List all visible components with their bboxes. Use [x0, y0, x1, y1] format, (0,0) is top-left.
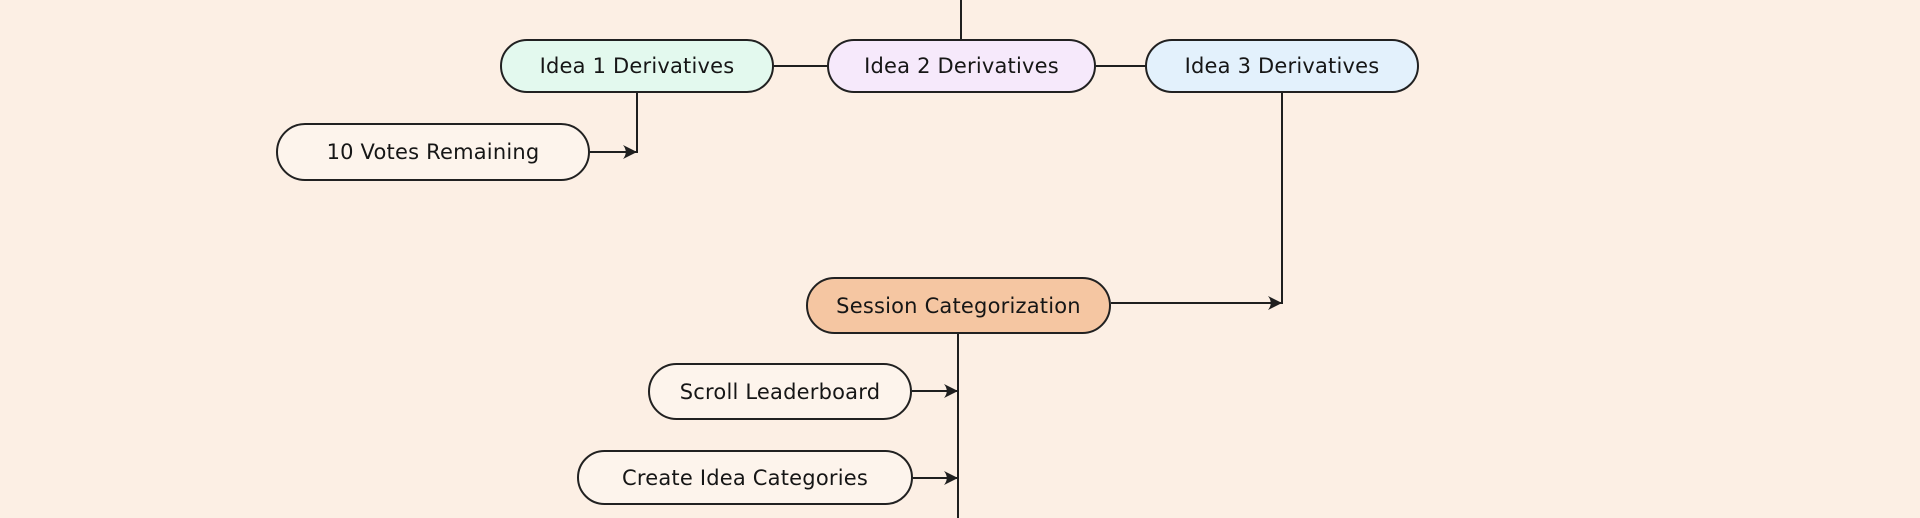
arrowhead-votes [623, 145, 637, 159]
node-create-idea-categories[interactable]: Create Idea Categories [577, 450, 913, 505]
node-label: Idea 2 Derivatives [864, 54, 1059, 78]
node-idea-1-derivatives[interactable]: Idea 1 Derivatives [500, 39, 774, 93]
node-10-votes-remaining[interactable]: 10 Votes Remaining [276, 123, 590, 181]
node-idea-3-derivatives[interactable]: Idea 3 Derivatives [1145, 39, 1419, 93]
node-scroll-leaderboard[interactable]: Scroll Leaderboard [648, 363, 912, 420]
node-idea-2-derivatives[interactable]: Idea 2 Derivatives [827, 39, 1096, 93]
edge-idea1-votes [590, 92, 638, 153]
edge-idea3-session [1111, 92, 1283, 304]
node-label: 10 Votes Remaining [326, 140, 540, 164]
arrowhead-session [1268, 296, 1282, 310]
node-label: Idea 1 Derivatives [539, 54, 735, 78]
arrowhead-scroll [944, 384, 958, 398]
arrowhead-create [944, 471, 958, 485]
node-label: Scroll Leaderboard [679, 379, 881, 404]
node-session-categorization[interactable]: Session Categorization [806, 277, 1111, 334]
node-label: Idea 3 Derivatives [1184, 54, 1380, 78]
node-label: Create Idea Categories [621, 465, 869, 490]
node-label: Session Categorization [836, 293, 1081, 318]
